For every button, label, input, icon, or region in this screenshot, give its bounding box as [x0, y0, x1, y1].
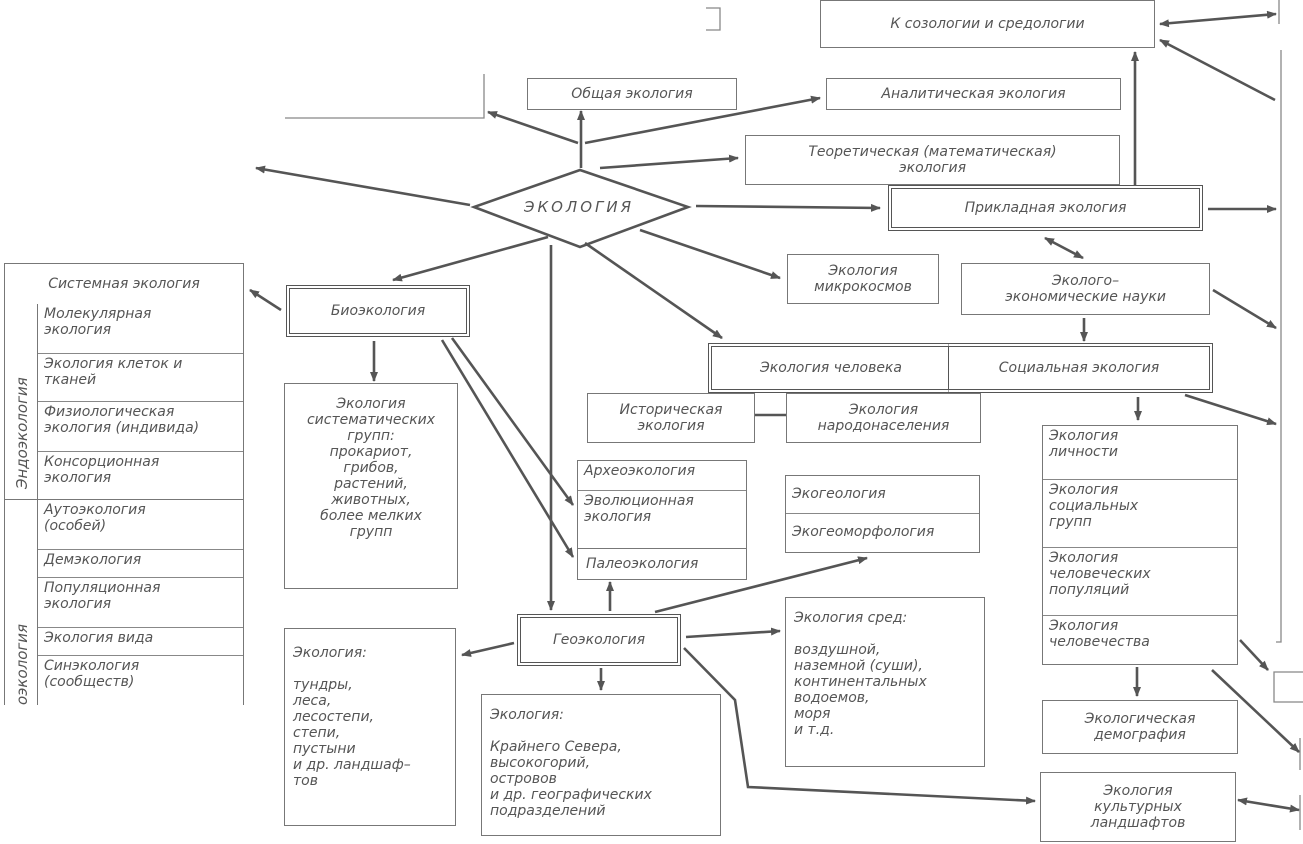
right-frame-main — [1276, 50, 1282, 643]
analytical-ecology-box: Аналитическая экология — [826, 78, 1121, 110]
paleoecology-label: Палеоэкология — [586, 556, 699, 572]
bioecology-label: Биоэкология — [330, 303, 426, 319]
regions-label: Экология: Крайнего Севера, высокогорий, … — [490, 707, 652, 819]
ecogeology-item: Экогеология — [786, 476, 979, 514]
ecology-diamond — [470, 168, 692, 249]
demography-box: Экологическая демография — [1042, 700, 1238, 754]
landscapes-box: Экология: тундры, леса, лесостепи, степи… — [284, 628, 456, 826]
population-ecology-box: Экология народонаселения — [786, 393, 981, 443]
exoecology-list: Аутоэкология (особей) Демэкология Популя… — [37, 500, 243, 705]
endo-item: Экология клеток и тканей — [38, 354, 243, 402]
arrow-to-theoretical — [599, 154, 739, 170]
social-ecology-label: Социальная экология — [998, 360, 1160, 376]
archaeo-evolution-group: Археоэкология Эволюционная экология — [577, 460, 747, 550]
demography-label: Экологическая демография — [1084, 711, 1196, 743]
exo-item: Популяционная экология — [38, 578, 243, 628]
human-ecology-box: Экология человека — [708, 343, 950, 393]
general-ecology-label: Общая экология — [571, 86, 693, 102]
exoecology-group: оэкология Аутоэкология (особей) Демэколо… — [4, 500, 244, 705]
endoecology-group: Эндоэкология Молекулярная экология Эколо… — [4, 304, 244, 500]
endo-item: Консорционная экология — [44, 454, 160, 486]
human-column-item: Экология человечества — [1049, 618, 1150, 650]
geoecology-box: Геоэкология — [517, 614, 681, 666]
endo-item: Молекулярная экология — [38, 304, 243, 354]
arrow-geo-to-cultural — [683, 647, 1036, 805]
applied-ecology-box: Прикладная экология — [888, 185, 1203, 231]
geoecology-label: Геоэкология — [552, 632, 646, 648]
arrow-eco-econ-right — [1212, 288, 1277, 330]
archaeoecology-item: Археоэкология — [578, 461, 746, 491]
arrow-to-microcosms — [639, 228, 781, 280]
ecogeomorphology-item: Экогеоморфология — [792, 524, 935, 540]
partial-frame-top-left — [285, 74, 485, 119]
systematic-groups-label: Экология систематических групп: прокарио… — [306, 396, 436, 540]
exo-item: Экология вида — [38, 628, 243, 656]
arrow-to-bioecology — [392, 235, 549, 282]
system-ecology-box: Системная экология — [4, 263, 244, 305]
regions-box: Экология: Крайнего Севера, высокогорий, … — [481, 694, 721, 836]
paleoecology-box: Палеоэкология — [577, 548, 747, 580]
theoretical-ecology-box: Теоретическая (математическая) экология — [745, 135, 1120, 185]
endoecology-list: Молекулярная экология Экология клеток и … — [37, 304, 243, 499]
population-ecology-label: Экология народонаселения — [817, 402, 950, 434]
arrow-bio-to-system — [249, 288, 282, 312]
arrow-column-right-lower — [1211, 669, 1300, 753]
social-ecology-box: Социальная экология — [948, 343, 1213, 393]
arrow-right-to-sozology — [1159, 38, 1276, 102]
arrow-to-human — [584, 241, 723, 340]
arrow-applied-eco-econ — [1044, 236, 1084, 260]
arrow-sozology-right — [1159, 10, 1277, 28]
right-frame-small — [1273, 671, 1303, 703]
sozology-label: К созологии и средологии — [890, 16, 1085, 32]
arrow-to-applied — [695, 203, 881, 212]
arrow-geo-to-environments — [685, 627, 781, 639]
arrow-social-right — [1184, 393, 1277, 426]
exo-item: Аутоэкология (особей) — [38, 500, 243, 550]
exo-item: Синэкология (сообществ) — [44, 658, 140, 690]
arrow-geo-to-ecogeology — [654, 556, 868, 614]
sozology-box: К созологии и средологии — [820, 0, 1155, 48]
exoecology-label: оэкология — [13, 623, 31, 705]
systematic-groups-box: Экология систематических групп: прокарио… — [284, 383, 458, 589]
evolutionary-ecology-item: Эволюционная экология — [584, 493, 694, 525]
eco-economic-label: Эколого– экономические науки — [1005, 273, 1166, 305]
landscapes-label: Экология: тундры, леса, лесостепи, степи… — [293, 645, 411, 789]
eco-economic-box: Эколого– экономические науки — [961, 263, 1210, 315]
system-ecology-label: Системная экология — [48, 276, 200, 292]
human-column-item: Экология социальных групп — [1043, 480, 1237, 548]
arrow-to-analytical — [584, 95, 821, 145]
historical-ecology-label: Историческая экология — [619, 402, 723, 434]
human-column-item: Экология человеческих популяций — [1043, 548, 1237, 616]
arrow-bio-to-archaeo — [450, 337, 575, 506]
cultural-landscapes-label: Экология культурных ландшафтов — [1090, 783, 1186, 831]
arrow-cultural-right — [1237, 797, 1300, 813]
arrow-to-left-far — [255, 165, 471, 207]
microcosms-label: Экология микрокосмов — [814, 263, 912, 295]
analytical-ecology-label: Аналитическая экология — [881, 86, 1066, 102]
bioecology-box: Биоэкология — [286, 285, 470, 337]
endo-item: Физиологическая экология (индивида) — [38, 402, 243, 452]
ecology-center-label: ЭКОЛОГИЯ — [524, 198, 635, 216]
environments-label: Экология сред: воздушной, наземной (суши… — [794, 610, 927, 738]
microcosms-box: Экология микрокосмов — [787, 254, 939, 304]
environments-box: Экология сред: воздушной, наземной (суши… — [785, 597, 985, 767]
arrow-geo-to-landscapes — [461, 641, 515, 657]
human-column-item: Экология личности — [1043, 426, 1237, 480]
applied-ecology-label: Прикладная экология — [964, 200, 1127, 216]
exo-item: Демэкология — [38, 550, 243, 578]
cultural-landscapes-box: Экология культурных ландшафтов — [1040, 772, 1236, 842]
ecogeology-group: Экогеология Экогеоморфология — [785, 475, 980, 553]
arrow-bio-to-paleo — [440, 339, 575, 558]
human-ecology-label: Экология человека — [760, 360, 902, 376]
theoretical-ecology-label: Теоретическая (математическая) экология — [808, 144, 1057, 176]
partial-frame-top — [706, 7, 721, 31]
endoecology-label: Эндоэкология — [13, 377, 31, 489]
human-ecology-column: Экология личности Экология социальных гр… — [1042, 425, 1238, 665]
arrow-to-frame-top-left — [487, 110, 579, 145]
general-ecology-box: Общая экология — [527, 78, 737, 110]
arrow-column-right-small — [1239, 639, 1269, 671]
historical-ecology-box: Историческая экология — [587, 393, 755, 443]
